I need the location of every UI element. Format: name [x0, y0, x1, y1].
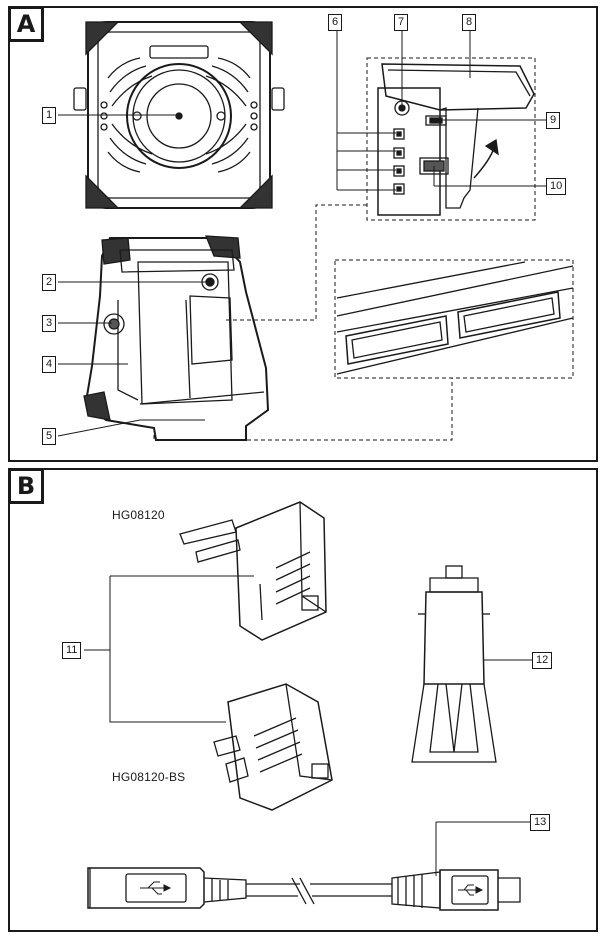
- control-panel-detail: [336, 30, 546, 216]
- callout-13: 13: [530, 814, 551, 831]
- callout-7: 7: [394, 14, 409, 31]
- callout-3: 3: [42, 315, 57, 332]
- panel-b-label: B: [8, 468, 44, 504]
- callout-12: 12: [532, 652, 553, 669]
- model-label-eu: HG08120: [112, 508, 165, 522]
- lamp-front-view: [58, 21, 285, 209]
- uk-adapter: [213, 683, 333, 811]
- callout-11: 11: [62, 642, 82, 659]
- usb-cable: [87, 821, 530, 911]
- car-adapter: [411, 565, 532, 763]
- panel-a: [8, 6, 598, 462]
- model-label-uk: HG08120-BS: [112, 770, 186, 784]
- detail-connectors: [153, 57, 574, 441]
- callout-4: 4: [42, 356, 57, 373]
- panel-a-label: A: [8, 6, 44, 42]
- callout-5: 5: [42, 428, 57, 445]
- lamp-rear-view: [57, 235, 270, 441]
- callout-10: 10: [546, 178, 567, 195]
- callout-11-leaders: [84, 575, 254, 723]
- callout-1: 1: [42, 107, 57, 124]
- slot-detail: [336, 261, 574, 375]
- eu-adapter: [179, 501, 327, 641]
- callout-2: 2: [42, 274, 57, 291]
- callout-9: 9: [546, 112, 561, 129]
- panel-b: [8, 468, 598, 932]
- callout-8: 8: [462, 14, 477, 31]
- usb-icon: [140, 881, 484, 896]
- callout-6: 6: [328, 14, 343, 31]
